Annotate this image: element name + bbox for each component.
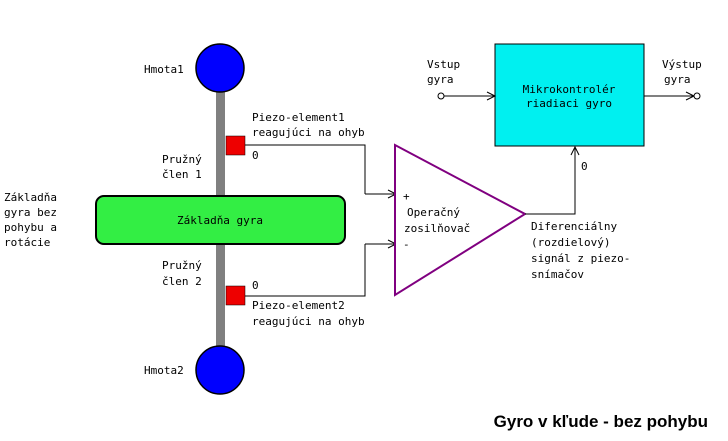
mass1-label: Hmota1 [144,63,184,76]
diff-label-line4: snímačov [531,268,584,281]
piezo1-label-line2: reagujúci na ohyb [252,126,365,139]
input-label-line2: gyra [427,73,454,86]
piezo1-value: 0 [252,149,259,162]
piezo1-element [225,135,246,156]
base-side-line3: pohybu a [4,221,57,234]
input-arrowhead [486,91,497,101]
diff-label-line2: (rozdielový) [531,236,610,249]
spring1-label-line1: Pružný [162,153,202,166]
output-label-line2: gyra [664,73,691,86]
spring1-label-line2: člen 1 [162,168,202,181]
piezo2-wire [245,244,366,297]
spring2-label-line2: člen 2 [162,275,202,288]
mass2-circle [195,345,245,395]
amp-label-line2: zosilňovač [404,222,470,235]
amp-minus-label: - [403,238,410,251]
output-terminal [693,92,701,100]
mass2-label: Hmota2 [144,364,184,377]
mcu-label-line2: riadiaci gyro [526,97,612,110]
input-label-line1: Vstup [427,58,460,71]
diff-value: 0 [581,160,588,173]
piezo2-label-line2: reagujúci na ohyb [252,315,365,328]
base-side-line2: gyra bez [4,206,57,219]
microcontroller-box [494,43,645,147]
op-amp-triangle [394,143,528,297]
spring2-label-line1: Pružný [162,259,202,272]
piezo1-wire [245,144,366,194]
amp-output-wire [525,147,576,215]
amp-output-arrowhead [570,145,580,156]
gyro-base [95,195,346,245]
diagram-caption: Gyro v kľude - bez pohybu [494,412,708,431]
amp-plus-label: + [403,190,410,203]
piezo2-value: 0 [252,279,259,292]
mcu-label-line1: Mikrokontrolér [523,83,616,96]
base-side-line4: rotácie [4,236,50,249]
amp-label-line1: Operačný [407,206,460,219]
piezo1-label-line1: Piezo-element1 [252,111,345,124]
output-label-line1: Výstup [662,58,702,71]
mass1-circle [195,43,245,93]
piezo2-element [225,285,246,306]
piezo2-label-line1: Piezo-element2 [252,299,345,312]
input-terminal [437,92,445,100]
diff-label-line1: Diferenciálny [531,220,617,233]
base-label: Základňa gyra [177,214,263,227]
diff-label-line3: signál z piezo- [531,252,630,265]
base-side-line1: Základňa [4,191,57,204]
